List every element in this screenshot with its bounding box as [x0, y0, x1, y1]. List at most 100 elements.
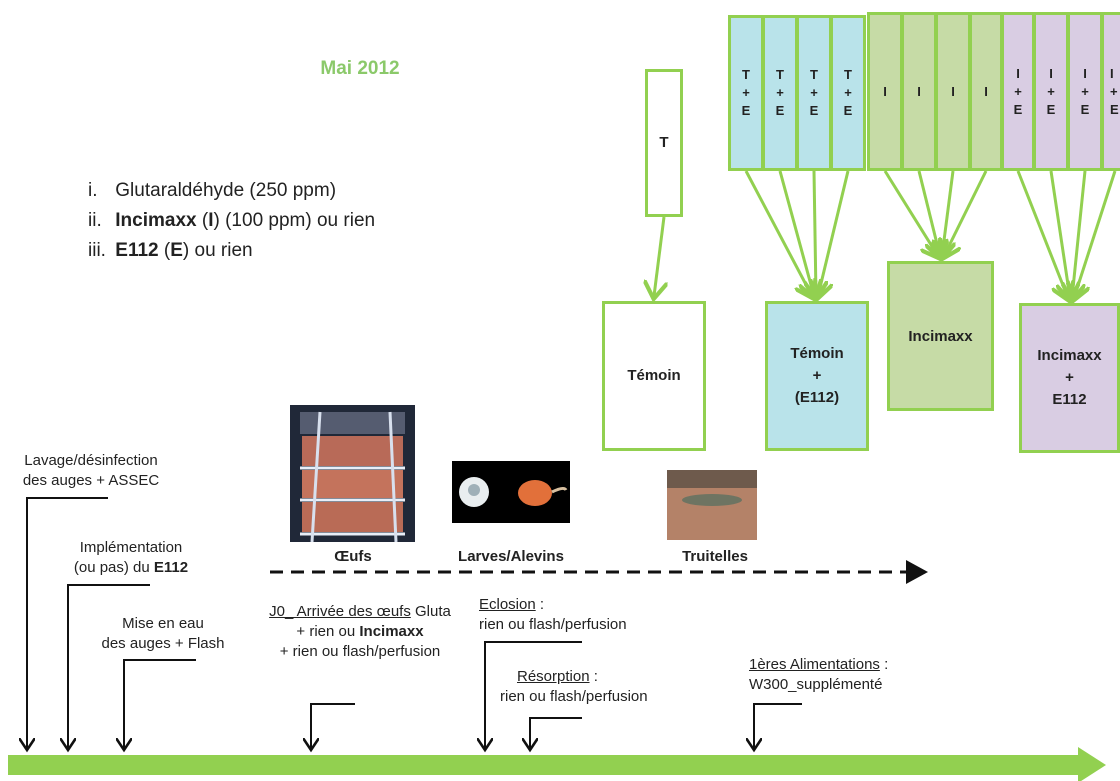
fry-photo: [667, 470, 757, 540]
tank-label: I: [984, 83, 988, 99]
tank-label: +: [810, 85, 818, 100]
tank-label: T: [810, 67, 818, 82]
legend-text: ) (100 ppm) ou rien: [213, 210, 376, 231]
legend-bold: I: [208, 210, 214, 231]
event-text: J0_ Arrivée des œufs: [269, 603, 411, 620]
tank-label: E: [809, 103, 819, 118]
tank-label: I: [917, 83, 921, 99]
event-mise-en-eau: Mise en eau des auges + Flash: [80, 614, 246, 654]
tank-label: E: [1013, 101, 1023, 117]
tank-label: +: [742, 85, 750, 100]
larvae-photo: [452, 461, 570, 523]
event-text: Implémentation: [79, 539, 183, 556]
tank-label: T: [659, 134, 669, 151]
tank-label: +: [1047, 83, 1055, 99]
legend-text: Glutaraldéhyde (250 ppm): [115, 180, 337, 201]
treatment-legend: i. Glutaraldéhyde (250 ppm) ii. Incimaxx…: [88, 176, 375, 266]
tank-temoin-e112: T + E: [762, 15, 798, 171]
group-label: Incimaxx: [908, 328, 973, 345]
event-lavage: Lavage/désinfection des auges + ASSEC: [0, 451, 182, 491]
tank-label: E: [1080, 101, 1090, 117]
event-j0: J0_ Arrivée des œufs Gluta + rien ou Inc…: [246, 602, 474, 662]
legend-bold: E112: [115, 240, 159, 261]
event-text: des auges + Flash: [101, 635, 225, 652]
event-text-bold: E112: [153, 559, 189, 576]
event-text-bold: Incimaxx: [359, 623, 424, 640]
stage-fry: Truitelles: [682, 548, 748, 565]
event-text: Eclosion: [479, 596, 536, 613]
tank-label: E: [775, 103, 785, 118]
stage-eggs: Œufs: [334, 548, 372, 565]
tank-label: I: [951, 83, 955, 99]
tank-label: I: [1110, 65, 1114, 81]
group-label: Incimaxx: [1037, 347, 1102, 364]
group-label: Témoin: [790, 345, 844, 362]
eggs-photo: [290, 405, 415, 543]
tank-label: I: [1016, 65, 1020, 81]
legend-number: i.: [88, 180, 98, 201]
event-text: :: [589, 668, 598, 685]
tank-label: E: [1110, 101, 1119, 117]
tank-label: +: [1110, 83, 1118, 99]
tank-label: T: [844, 67, 852, 82]
event-text: :: [879, 656, 889, 673]
legend-item-glutaraldehyde: i. Glutaraldéhyde (250 ppm): [88, 176, 375, 206]
group-incimaxx: Incimaxx: [887, 261, 994, 411]
tank-label: +: [844, 85, 852, 100]
tank-label: T: [776, 67, 784, 82]
tank-label: E: [741, 103, 751, 118]
tank-label: I: [883, 83, 887, 99]
event-implementation: Implémentation (ou pas) du E112: [40, 538, 222, 578]
group-temoin: Témoin: [602, 301, 706, 451]
tank-label: +: [1081, 83, 1089, 99]
tank-label: E: [1046, 101, 1056, 117]
event-text: (ou pas) du: [73, 559, 154, 576]
event-text: W300_supplémenté: [749, 676, 883, 693]
legend-bold: Incimaxx: [115, 210, 197, 231]
tank-label: I: [1049, 65, 1053, 81]
tank-temoin: T: [645, 69, 683, 217]
group-label: (E112): [794, 389, 840, 406]
event-text: 1ères Alimentations: [749, 656, 880, 673]
event-alimentation: 1ères Alimentations : W300_supplémenté: [749, 655, 969, 695]
stage-larvae: Larves/Alevins: [458, 548, 564, 565]
event-text: :: [535, 596, 545, 613]
tank-temoin-e112: T + E: [796, 15, 832, 171]
legend-text: (: [158, 240, 171, 261]
event-text: Mise en eau: [122, 615, 204, 632]
event-eclosion: Eclosion : rien ou flash/perfusion: [479, 595, 679, 635]
tank-label: T: [742, 67, 750, 82]
tank-temoin-e112: T + E: [830, 15, 866, 171]
event-text: Gluta: [410, 603, 451, 620]
event-text: des auges + ASSEC: [22, 472, 160, 489]
tank-incimaxx-e112: I + E: [1101, 12, 1120, 171]
group-label: +: [1065, 369, 1074, 386]
event-text: Résorption: [517, 668, 590, 685]
group-label: +: [812, 367, 822, 384]
group-temoin-e112: Témoin + (E112): [765, 301, 869, 451]
legend-item-e112: iii. E112 (E) ou rien: [88, 236, 375, 266]
page-title: Mai 2012: [320, 58, 400, 79]
group-incimaxx-e112: Incimaxx + E112: [1019, 303, 1120, 453]
legend-number: ii.: [88, 210, 102, 231]
tank-label: +: [776, 85, 784, 100]
event-text: rien ou flash/perfusion: [500, 688, 648, 705]
legend-text: ) ou rien: [182, 240, 253, 261]
timeline-arrow: [8, 747, 1106, 781]
event-text: + rien ou: [296, 623, 360, 640]
legend-text: (: [196, 210, 209, 231]
event-text: Lavage/désinfection: [24, 452, 158, 469]
event-resorption: Résorption : rien ou flash/perfusion: [500, 667, 720, 707]
legend-item-incimaxx: ii. Incimaxx (I) (100 ppm) ou rien: [88, 206, 375, 236]
group-label: E112: [1052, 391, 1087, 408]
tank-label: E: [843, 103, 853, 118]
tank-incimaxx: I: [935, 12, 971, 171]
tank-label: +: [1014, 83, 1022, 99]
group-label: Témoin: [627, 367, 681, 384]
tank-label: I: [1083, 65, 1087, 81]
event-text: rien ou flash/perfusion: [479, 616, 627, 633]
legend-bold: E: [170, 240, 183, 261]
event-text: + rien ou flash/perfusion: [279, 643, 441, 660]
legend-number: iii.: [88, 240, 106, 261]
